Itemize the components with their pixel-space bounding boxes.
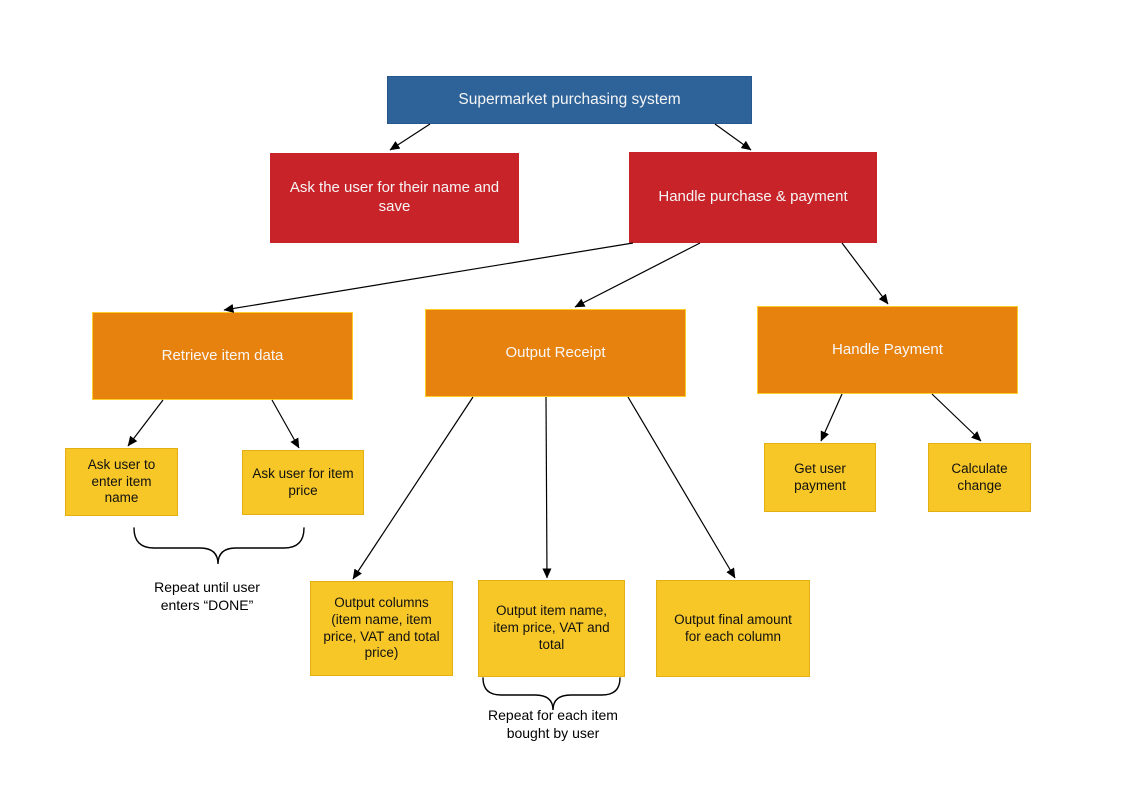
annotation-repeat-each-item-line1: Repeat for each item: [488, 707, 618, 723]
node-supermarket-purchasing-system: Supermarket purchasing system: [387, 76, 752, 124]
arrow-retrieve-to-ask-item-name: [127, 399, 164, 447]
arrow-handle-purchase-to-output-receipt: [574, 242, 701, 308]
node-output-final-amount: Output final amount for each column: [656, 580, 810, 677]
annotation-repeat-until-done-line2: enters “DONE”: [160, 597, 254, 614]
arrow-receipt-to-output-item-details: [542, 396, 552, 579]
node-ask-item-name: Ask user to enter item name: [65, 448, 178, 516]
node-output-receipt: Output Receipt: [425, 309, 686, 397]
annotation-repeat-until-done: Repeat until user enters “DONE”: [117, 578, 297, 614]
arrow-receipt-to-output-final-amount: [627, 396, 736, 579]
node-ask-item-price: Ask user for item price: [242, 450, 364, 515]
annotation-repeat-until-done-line1: Repeat until user: [154, 579, 260, 595]
node-output-item-details: Output item name, item price, VAT and to…: [478, 580, 625, 677]
arrow-payment-to-calculate-change: [931, 393, 982, 442]
arrow-root-to-ask-name: [389, 123, 431, 151]
node-handle-payment: Handle Payment: [757, 306, 1018, 394]
arrow-root-to-handle-purchase: [714, 123, 752, 151]
node-handle-purchase-payment: Handle purchase & payment: [629, 152, 877, 243]
arrow-handle-purchase-to-handle-payment: [841, 242, 889, 305]
node-ask-user-name: Ask the user for their name and save: [270, 153, 519, 243]
brace-repeat-until-done: [133, 527, 305, 565]
arrow-receipt-to-output-columns: [352, 396, 474, 580]
node-output-columns: Output columns (item name, item price, V…: [310, 581, 453, 676]
annotation-repeat-each-item-line2: bought by user: [506, 725, 600, 742]
node-get-user-payment: Get user payment: [764, 443, 876, 512]
node-retrieve-item-data: Retrieve item data: [92, 312, 353, 400]
node-calculate-change: Calculate change: [928, 443, 1031, 512]
arrow-retrieve-to-ask-item-price: [271, 399, 300, 449]
arrow-payment-to-get-user-payment: [820, 393, 843, 442]
annotation-repeat-each-item: Repeat for each item bought by user: [458, 706, 648, 742]
arrow-handle-purchase-to-retrieve-item-data: [223, 242, 634, 313]
